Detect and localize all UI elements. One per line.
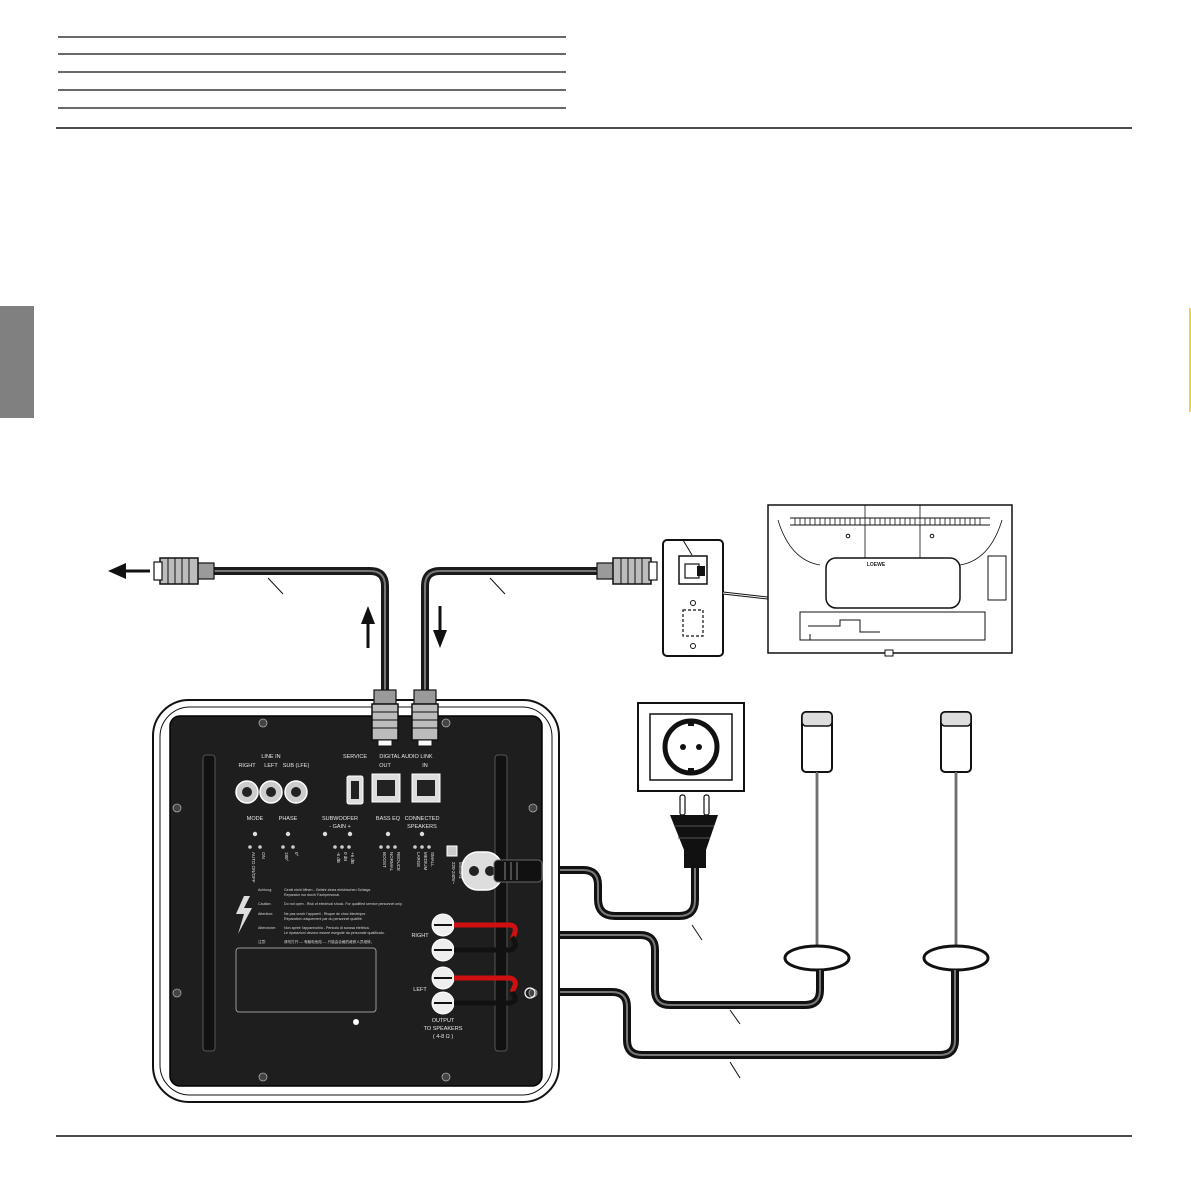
label-line-in-left: LEFT [264,763,278,769]
tv-connection-box [662,539,724,657]
svg-text:请勿打开 — 有触电危险 — 只能由合格的维修人员维修。: 请勿打开 — 有触电危险 — 只能由合格的维修人员维修。 [284,939,374,944]
label-mains-freq: 50/60Hz [458,862,463,880]
label-mode: MODE [247,816,264,822]
label-bass-reduce: REDUCE [396,852,401,871]
label-digital-out: OUT [379,763,391,769]
type-label-plate [235,947,377,1013]
signal-direction-arrow-up [361,606,375,648]
svg-text:Ne pas ouvrir l'appareil - Ris: Ne pas ouvrir l'appareil - Risque de cho… [284,912,366,916]
label-phase-180: 180° [284,852,289,862]
svg-text:Caution:: Caution: [258,902,271,906]
speaker-terminal-left-positive[interactable] [431,966,455,990]
tv-brand-logo: LOEWE [867,562,886,568]
label-gain: - GAIN + [329,824,351,830]
label-gain-minus-6: -6 dB [336,852,341,863]
svg-text:Achtung:: Achtung: [258,888,272,892]
indicator-led [353,1019,359,1025]
label-output-2: TO SPEAKERS [424,1026,463,1032]
label-service: SERVICE [343,754,367,760]
label-digital-audio-link: DIGITAL AUDIO LINK [379,754,433,760]
mains-cable-connector [493,859,543,883]
label-output-left: LEFT [413,987,427,993]
speaker-cable-left [520,970,959,1059]
subwoofer-rear-panel [169,715,543,1087]
mains-plug [670,794,718,868]
signal-direction-arrow-left [108,563,150,579]
digital-link-plug-in-installed [411,689,439,747]
speaker-wires-right [454,922,518,953]
svg-text:Attention:: Attention: [258,912,273,916]
label-mains-voltage: 220-240V~ [451,862,456,885]
svg-text:Attenzione:: Attenzione: [258,926,276,930]
speaker-wires-left [454,975,518,1006]
tv-back: LOEWE [767,504,1013,657]
label-digital-in: IN [422,763,428,769]
leader-line-mains-cable [691,924,703,941]
label-connected-speakers-2: SPEAKERS [407,824,437,830]
speaker-terminal-right-negative[interactable] [431,938,455,962]
speaker-right [783,711,851,972]
label-gain-plus-6: +6 dB [350,852,355,864]
svg-text:注意:: 注意: [258,939,266,944]
label-output-right: RIGHT [411,933,429,939]
leader-line-speaker-cable-right [729,1009,741,1025]
label-bass-eq: BASS EQ [376,816,401,822]
speaker-terminal-left-negative[interactable] [431,991,455,1015]
label-speaker-small: SMALL [430,852,435,867]
rca-jack-left[interactable] [259,780,283,804]
label-phase: PHASE [279,816,298,822]
svg-text:Le riparazioni devono essere e: Le riparazioni devono essere eseguite da… [284,931,385,935]
signal-direction-arrow-down [433,606,447,648]
label-line-in-sub: SUB (LFE) [283,763,310,769]
label-gain-0: 0 dB [343,852,348,861]
svg-text:Gerät nicht öffnen - Gefahr ei: Gerät nicht öffnen - Gefahr eines elektr… [284,888,371,892]
selector-switch-dots[interactable] [248,845,431,849]
svg-text:Reparatur nur durch Fachperson: Reparatur nur durch Fachpersonal. [284,893,340,897]
leader-line-speaker-cable-left [729,1061,741,1079]
label-auto-on-off: AUTO ON/OFF [251,852,256,883]
section-side-tab [0,306,34,418]
safety-warnings: Achtung: Gerät nicht öffnen - Gefahr ein… [258,888,403,944]
digital-link-plug-left [153,557,215,585]
digital-link-plug-right [596,557,658,585]
mains-cable [540,866,699,920]
status-leds [252,831,425,837]
service-port[interactable] [346,775,364,805]
high-voltage-warning-icon [236,896,252,934]
label-line-in: LINE IN [261,754,280,760]
label-bass-boost: BOOST [382,852,387,868]
digital-link-port-in[interactable] [411,773,441,803]
svg-text:Réparation uniquement par du p: Réparation uniquement par du personnel q… [284,917,363,921]
label-mode-on: ON [261,852,266,859]
digital-link-plug-out-installed [371,689,399,747]
leader-line-cable-out [267,577,284,595]
speaker-left [922,711,990,972]
rca-jack-right[interactable] [235,780,259,804]
rca-jack-sub[interactable] [284,780,308,804]
label-output-1: OUTPUT [432,1018,455,1024]
panel-cable-grommet [524,987,536,999]
digital-link-cable-in [421,567,600,700]
label-bass-normal: NORMAL [389,852,394,872]
label-output-3: ( 4-8 Ω ) [433,1034,453,1040]
leader-line-tv-socket [682,539,693,556]
svg-text:Do not open - Risk of electric: Do not open - Risk of electrical shock. … [284,902,403,906]
label-speaker-medium: MEDIUM [423,852,428,870]
svg-text:Non aprire l'apparecchio - Per: Non aprire l'apparecchio - Pericolo di s… [284,926,370,930]
label-connected-speakers: CONNECTED [405,816,440,822]
header-table [58,36,566,109]
label-phase-0: 0° [294,852,299,857]
digital-link-port-out[interactable] [371,773,401,803]
speaker-terminal-right-positive[interactable] [431,913,455,937]
label-line-in-right: RIGHT [238,763,256,769]
digital-link-cable-out [212,567,389,700]
wall-socket [637,702,745,792]
label-subwoofer: SUBWOOFER [322,816,358,822]
label-speaker-large: LARGE [416,852,421,867]
leader-line-cable-in [489,577,506,595]
